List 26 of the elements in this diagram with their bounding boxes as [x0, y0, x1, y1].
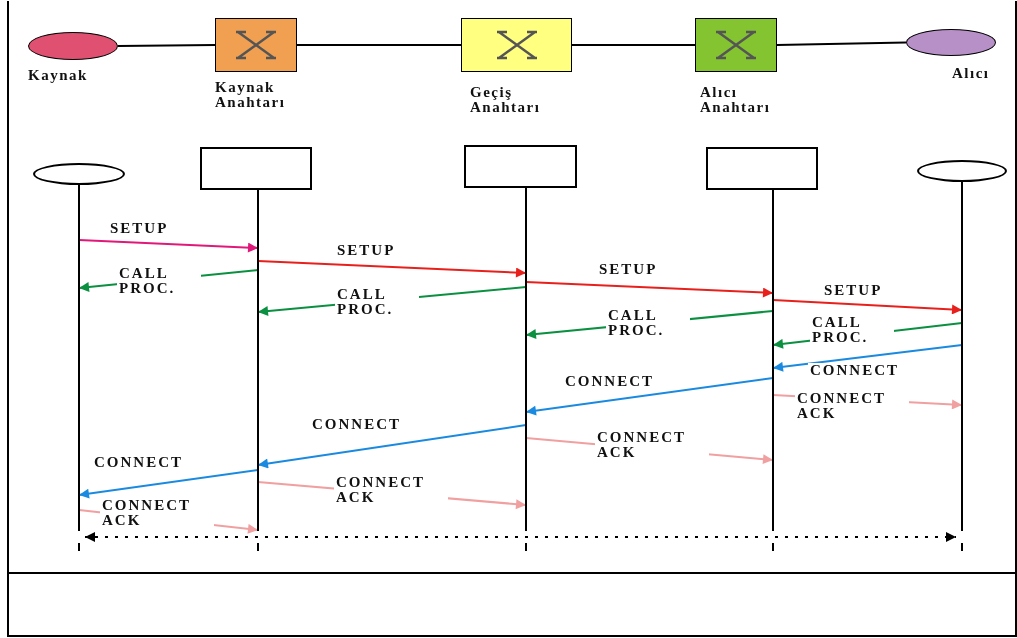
edge-label: CONNECT ACK [100, 498, 214, 528]
node-label: Kaynak Anahtarı [215, 80, 287, 110]
message-arrow [525, 281, 774, 298]
node-label: Alıcı Anahtarı [700, 85, 772, 115]
message-arrow [772, 299, 963, 315]
message-arrow [78, 469, 259, 499]
node-label: Kaynak [28, 68, 89, 83]
edge-label: CALL PROC. [606, 308, 690, 338]
edge-label: CALL PROC. [335, 287, 419, 317]
edge-label: CONNECT ACK [334, 475, 448, 505]
message-arrow [257, 424, 527, 469]
dotted-arrow [84, 532, 957, 542]
message-arrow [257, 260, 527, 278]
node-label: Alıcı [952, 66, 991, 81]
edge-label: CALL PROC. [810, 315, 894, 345]
message-arrow [772, 344, 963, 372]
node-label: Geçiş Anahtarı [470, 85, 542, 115]
connector-line [296, 44, 462, 46]
message-arrow [78, 239, 259, 253]
message-arrow [525, 377, 774, 416]
edge-label: CONNECT ACK [795, 391, 909, 421]
edge-label: CALL PROC. [117, 266, 201, 296]
connector-line [117, 44, 216, 47]
connector-line [571, 44, 696, 46]
connector-line [776, 41, 907, 46]
edge-label: CONNECT ACK [595, 430, 709, 460]
